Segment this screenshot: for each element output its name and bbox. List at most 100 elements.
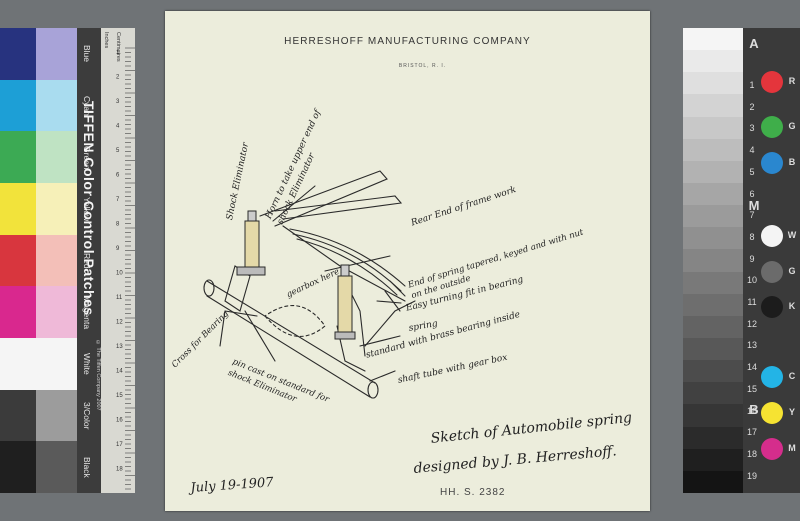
gray-step-number: 12: [746, 318, 757, 329]
color-dot: [761, 152, 783, 174]
color-dot: [761, 261, 783, 283]
ruler-number: 5: [116, 148, 120, 154]
gray-letter-m: M: [748, 198, 760, 213]
gray-step: [683, 315, 743, 338]
color-patch-label: 3/Color: [82, 401, 92, 430]
color-dot: [761, 296, 783, 318]
company-letterhead: HERRESHOFF MANUFACTURING COMPANY: [284, 36, 531, 47]
gray-step-number: 7: [749, 210, 755, 221]
color-dot-letter: R: [788, 76, 796, 86]
gray-step-number: 5: [749, 166, 755, 177]
gray-step: [683, 50, 743, 73]
color-dot-letter: B: [788, 157, 796, 167]
spring-sketch: [203, 170, 416, 399]
gray-step: [683, 72, 743, 95]
gray-letter-b: B: [749, 402, 759, 417]
ruler-number: 4: [116, 124, 120, 130]
gray-step-number: 1: [749, 80, 755, 90]
ruler-number: 8: [116, 222, 120, 228]
color-patch-label: Red: [82, 252, 92, 269]
gray-step-number: 13: [746, 340, 757, 351]
color-dot-letter: C: [788, 371, 796, 381]
color-dot-letter: G: [788, 121, 796, 131]
gray-step-number: 9: [749, 253, 755, 264]
gray-step: [683, 470, 743, 493]
strip-title: TIFFEN Color Control Patches: [81, 100, 97, 316]
gray-step-number: 2: [749, 101, 755, 112]
gray-step: [683, 271, 743, 294]
ruler-number: 18: [116, 467, 123, 473]
ruler-number: 12: [116, 320, 123, 326]
gray-step: [683, 426, 743, 449]
color-patch: [0, 79, 77, 132]
gray-step: [683, 94, 743, 117]
gray-step: [683, 116, 743, 139]
gray-step-number: 16: [746, 405, 757, 416]
gray-step-number: 17: [746, 427, 757, 438]
color-patch: [0, 183, 77, 235]
ruler-number: 14: [116, 369, 123, 375]
gray-step: [683, 249, 743, 272]
gray-step: [683, 227, 743, 250]
color-dot: [761, 71, 783, 93]
gray-step-number: 19: [746, 470, 757, 481]
gray-step: [683, 183, 743, 206]
color-patch-label: Yellow: [82, 196, 92, 222]
color-patch-label: White: [82, 353, 92, 375]
ruler-number: 17: [116, 442, 123, 448]
gray-step-number: 14: [746, 362, 757, 373]
ruler-number: 15: [116, 393, 123, 399]
gray-letter-a: A: [749, 36, 759, 51]
color-dot: [761, 366, 783, 388]
color-dot-letter: W: [787, 230, 797, 240]
color-dot: [761, 438, 783, 460]
gray-step: [683, 448, 743, 471]
color-dot: [761, 402, 783, 424]
color-dot-letter: M: [788, 443, 796, 453]
color-dot-letter: K: [788, 301, 796, 311]
gray-step: [683, 28, 743, 51]
ruler-number: 16: [116, 418, 123, 424]
gray-step-number: 4: [749, 145, 755, 156]
ruler-number: 13: [116, 344, 123, 350]
gray-step: [683, 160, 743, 183]
color-patch-label: Magenta: [82, 295, 92, 329]
ruler-number: 2: [116, 75, 120, 81]
gray-step: [683, 138, 743, 161]
ruler-unit-inches: Inches: [103, 32, 109, 49]
color-patch: [0, 234, 77, 287]
gray-step: [683, 205, 743, 228]
color-patch-label: Cyan: [82, 95, 92, 116]
ruler-number: 7: [116, 197, 120, 203]
color-patch: [0, 441, 77, 493]
color-patch-label: Blue: [82, 45, 92, 63]
gray-step-number: 3: [749, 123, 755, 134]
color-dot-letter: G: [788, 266, 796, 276]
color-dot-letter: Y: [788, 407, 795, 417]
ruler-number: 1: [116, 50, 120, 56]
ruler-number: 10: [116, 271, 123, 277]
ruler-number: 3: [116, 99, 120, 105]
ruler-number: 11: [116, 295, 123, 301]
color-patch-label: Black: [82, 456, 92, 478]
strip-copyright: © The Tiffen Company 2007: [95, 340, 101, 411]
letterhead-sheet: HERRESHOFF MANUFACTURING COMPANY BRISTOL…: [165, 11, 650, 511]
color-dot: [761, 225, 783, 247]
gray-step-number: 10: [746, 275, 757, 286]
color-patch: [0, 286, 77, 338]
gray-step-number: 18: [746, 448, 757, 459]
color-patch: [0, 131, 77, 183]
gray-step: [683, 293, 743, 316]
gray-step: [683, 338, 743, 361]
gray-step: [683, 404, 743, 427]
ruler-number: 9: [116, 246, 120, 252]
company-city: BRISTOL, R. I.: [398, 63, 447, 69]
archive-stamp: HH. S. 2382: [440, 487, 506, 498]
ruler-number: 6: [116, 173, 120, 179]
gray-step: [683, 382, 743, 405]
gray-step-number: 8: [749, 231, 755, 242]
